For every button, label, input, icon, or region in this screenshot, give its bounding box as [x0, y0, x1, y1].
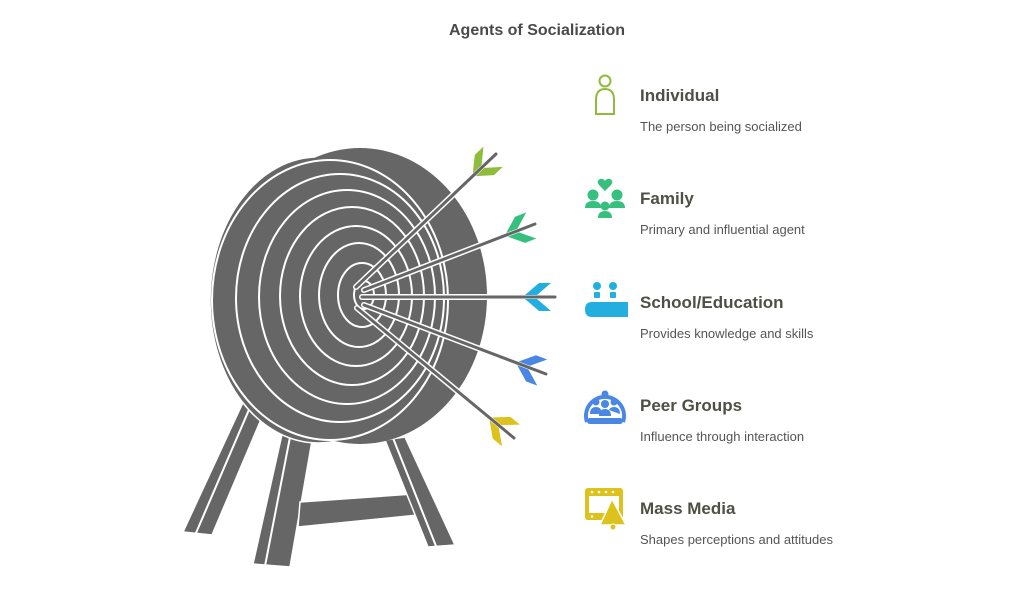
agent-description: Primary and influential agent: [640, 222, 805, 237]
diagram-title: Agents of Socialization: [448, 22, 625, 39]
agent-item: School/Education Provides knowledge and …: [582, 279, 882, 359]
arrow-fletching: [525, 299, 551, 311]
agent-description: Provides knowledge and skills: [640, 326, 814, 341]
arrow-fletching: [489, 420, 502, 447]
family-icon: [582, 175, 628, 221]
arrow: [353, 146, 503, 290]
arrow: [359, 283, 558, 311]
media-megaphone-icon: [582, 485, 628, 531]
agent-item: Family Primary and influential agent: [582, 175, 882, 255]
peer-group-icon: [582, 382, 628, 428]
arrow-fletching: [518, 355, 548, 366]
agent-description: Influence through interaction: [640, 429, 805, 444]
agent-item: Peer Groups Influence through interactio…: [582, 382, 882, 462]
agent-label: Family: [640, 189, 694, 208]
arrows: [353, 146, 558, 447]
arrow-fletching: [475, 166, 503, 177]
agent-label: Mass Media: [640, 499, 736, 518]
agent-label: School/Education: [640, 293, 784, 312]
arrow-fletching: [492, 417, 520, 425]
arrow-fletching: [525, 283, 551, 295]
arrow-fletching: [472, 146, 484, 174]
stand-leg-right: [383, 436, 457, 548]
agent-label: Peer Groups: [640, 396, 743, 415]
person-icon: [582, 72, 628, 118]
agent-item: Individual The person being socialized: [582, 72, 882, 152]
arrow-fletching: [517, 365, 538, 386]
arrow-shaft: [355, 306, 516, 440]
arrow-shaft: [354, 152, 498, 289]
arrow: [354, 305, 520, 447]
classroom-icon: [582, 279, 628, 325]
arrow-shaft: [362, 222, 537, 292]
arrow-fletching: [506, 212, 527, 233]
stand-crossbar: [297, 493, 419, 528]
stand-leg-middle: [252, 429, 314, 568]
arrow: [361, 302, 549, 386]
target-stand: [181, 396, 457, 568]
agent-label: Individual: [640, 86, 720, 105]
agent-description: Shapes perceptions and attitudes: [640, 532, 833, 547]
arrow: [361, 212, 538, 293]
arrow-shaft: [362, 303, 548, 376]
agent-item: Mass Media Shapes perceptions and attitu…: [582, 485, 882, 565]
arrow-fletching: [507, 232, 537, 243]
agent-description: The person being socialized: [640, 119, 802, 134]
